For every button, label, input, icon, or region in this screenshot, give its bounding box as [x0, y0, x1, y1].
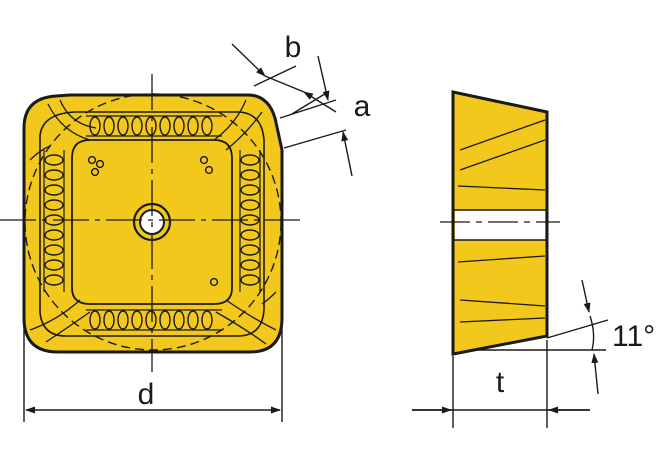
chip-breaker-bead — [240, 199, 260, 211]
insert-side-view — [440, 90, 560, 356]
side-hole-slot — [455, 210, 545, 240]
side-facet-lines — [457, 119, 546, 323]
chip-breaker-left — [43, 150, 65, 292]
chip-breaker-bead — [201, 310, 213, 330]
inscribed-circle — [24, 93, 282, 351]
chip-breaker-bead — [44, 244, 64, 256]
dimension-b-label: b — [285, 31, 302, 64]
chip-breaker-bead — [187, 310, 199, 330]
cutting-edge-band — [39, 111, 265, 337]
chip-breaker-bead — [131, 116, 143, 136]
chip-breaker-bead — [173, 310, 185, 330]
chip-breaker-bead — [201, 116, 213, 136]
center-lines — [0, 74, 300, 372]
chip-breaker-bottom — [86, 309, 222, 331]
chip-breaker-bead — [187, 116, 199, 136]
chip-breaker-bead — [240, 169, 260, 181]
chip-breaker-bead — [173, 116, 185, 136]
chip-breaker-bead — [131, 310, 143, 330]
chip-breaker-bead — [117, 310, 129, 330]
chip-breaker-bead — [117, 116, 129, 136]
chip-breaker-bead — [103, 116, 115, 136]
dimension-angle — [470, 279, 609, 395]
corner-lines — [29, 99, 277, 345]
chip-breaker-bead — [44, 169, 64, 181]
dimples — [87, 155, 219, 287]
chip-breaker-bead — [240, 154, 260, 166]
insert-top-view — [0, 74, 300, 372]
dimension-a — [279, 55, 353, 177]
chip-breaker-bead — [145, 310, 157, 330]
chip-breaker-bead — [89, 310, 101, 330]
chip-breaker-bead — [44, 184, 64, 196]
dimension-t — [412, 340, 590, 428]
dimension-t-label: t — [496, 366, 505, 399]
chip-breaker-bead — [44, 199, 64, 211]
dimension-d — [23, 320, 283, 422]
chip-breaker-bead — [240, 184, 260, 196]
chip-breaker-bead — [44, 229, 64, 241]
chip-breaker-bead — [44, 259, 64, 271]
chip-breaker-bead — [240, 274, 260, 286]
chip-breaker-bead — [240, 244, 260, 256]
chip-breaker-bead — [240, 229, 260, 241]
chip-breaker-bead — [159, 310, 171, 330]
dimension-a-label: a — [354, 90, 371, 123]
chip-breaker-bead — [89, 116, 101, 136]
chip-breaker-top — [86, 115, 222, 137]
dimension-b — [231, 43, 337, 115]
dimension-angle-label: 11° — [612, 320, 655, 353]
chip-breaker-bead — [145, 116, 157, 136]
chip-breaker-right — [239, 150, 261, 292]
chip-breaker-bead — [44, 274, 64, 286]
dimension-d-label: d — [138, 378, 155, 411]
chip-breaker-bead — [44, 154, 64, 166]
chip-breaker-bead — [103, 310, 115, 330]
chip-breaker-bead — [159, 116, 171, 136]
chip-breaker-bead — [240, 259, 260, 271]
